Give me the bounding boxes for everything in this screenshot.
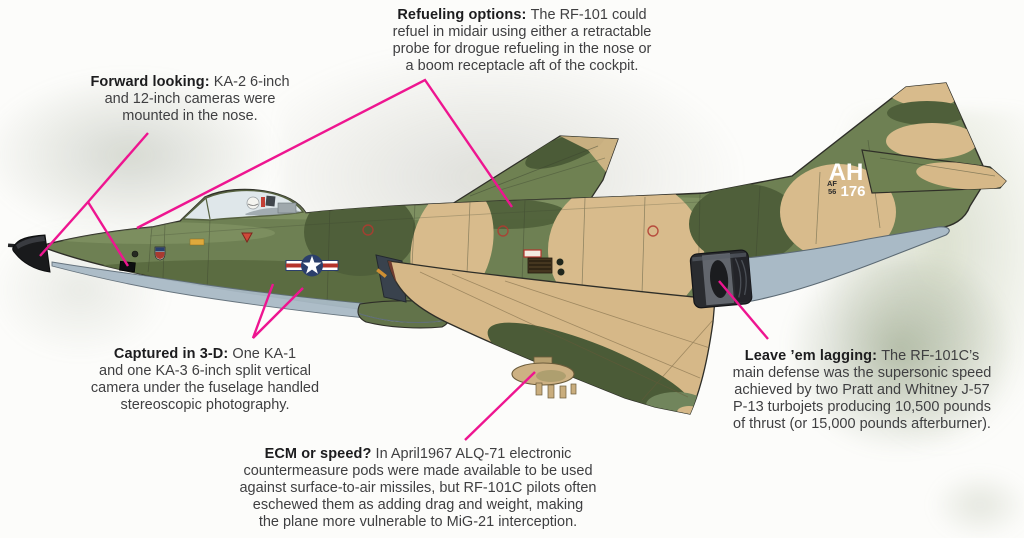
callout-forward: Forward looking: KA-2 6-inch and 12-inch…: [50, 74, 330, 125]
pilot-helmet: [246, 196, 260, 210]
callout-forward-title: Forward looking:: [90, 74, 214, 90]
nose-camera-window: [119, 260, 136, 273]
under-tail-fairing: [744, 226, 950, 303]
horizontal-stabilizer: [861, 149, 1007, 194]
tail-serial-prefix: AF: [827, 179, 837, 188]
callout-leave-title: Leave ’em lagging:: [744, 348, 882, 364]
callout-captured-body: One KA-1 and one KA-3 6-inch split verti…: [90, 346, 320, 413]
fuselage-markings: [131, 224, 659, 278]
squadron-badge: [154, 246, 166, 261]
callout-line-forward: [39, 132, 149, 267]
rescue-marking: [189, 238, 205, 246]
tail-serial-number: 176: [840, 183, 865, 200]
callout-ecm-title: ECM or speed?: [264, 446, 376, 462]
engine-nozzle: [689, 249, 753, 309]
callout-line-refueling: [136, 78, 513, 230]
callout-lines: [39, 78, 769, 441]
cockpit: [181, 189, 305, 221]
callout-captured-title: Captured in 3-D:: [113, 346, 233, 362]
red-ring-markings: [362, 224, 659, 237]
callout-leave-body: The RF-101C’s main defense was the super…: [732, 348, 992, 432]
callout-captured: Captured in 3-D: One KA-1 and one KA-3 6…: [55, 346, 355, 414]
tail-serial-mid: 56: [828, 187, 836, 196]
nose-radome: [7, 234, 51, 273]
callout-line-ecm: [464, 371, 536, 441]
callout-forward-body: KA-2 6-inch and 12-inch cameras were mou…: [104, 74, 290, 124]
stencil-sign: [523, 249, 542, 258]
near-wing: [387, 260, 716, 415]
vent-grille: [527, 257, 553, 274]
callout-refueling: Refueling options: The RF-101 could refu…: [312, 7, 732, 75]
callout-line-captured: [251, 283, 304, 339]
callout-refueling-title: Refueling options:: [397, 7, 531, 23]
callout-ecm: ECM or speed? In April1967 ALQ-71 electr…: [178, 446, 658, 531]
warning-triangle: [241, 232, 253, 244]
tail-code: AH: [829, 159, 864, 186]
callout-ecm-body: In April1967 ALQ-71 electronic counterme…: [239, 446, 597, 530]
callout-line-leave: [718, 280, 769, 340]
callout-leave: Leave ’em lagging: The RF-101C’s main de…: [682, 348, 1024, 433]
panel-lines: [147, 139, 881, 307]
far-wing: [449, 135, 619, 207]
usaf-roundel: [285, 254, 339, 277]
callout-refueling-body: The RF-101 could refuel in midair using …: [392, 7, 652, 74]
tail-markings: AH AF 56 176: [827, 159, 866, 200]
